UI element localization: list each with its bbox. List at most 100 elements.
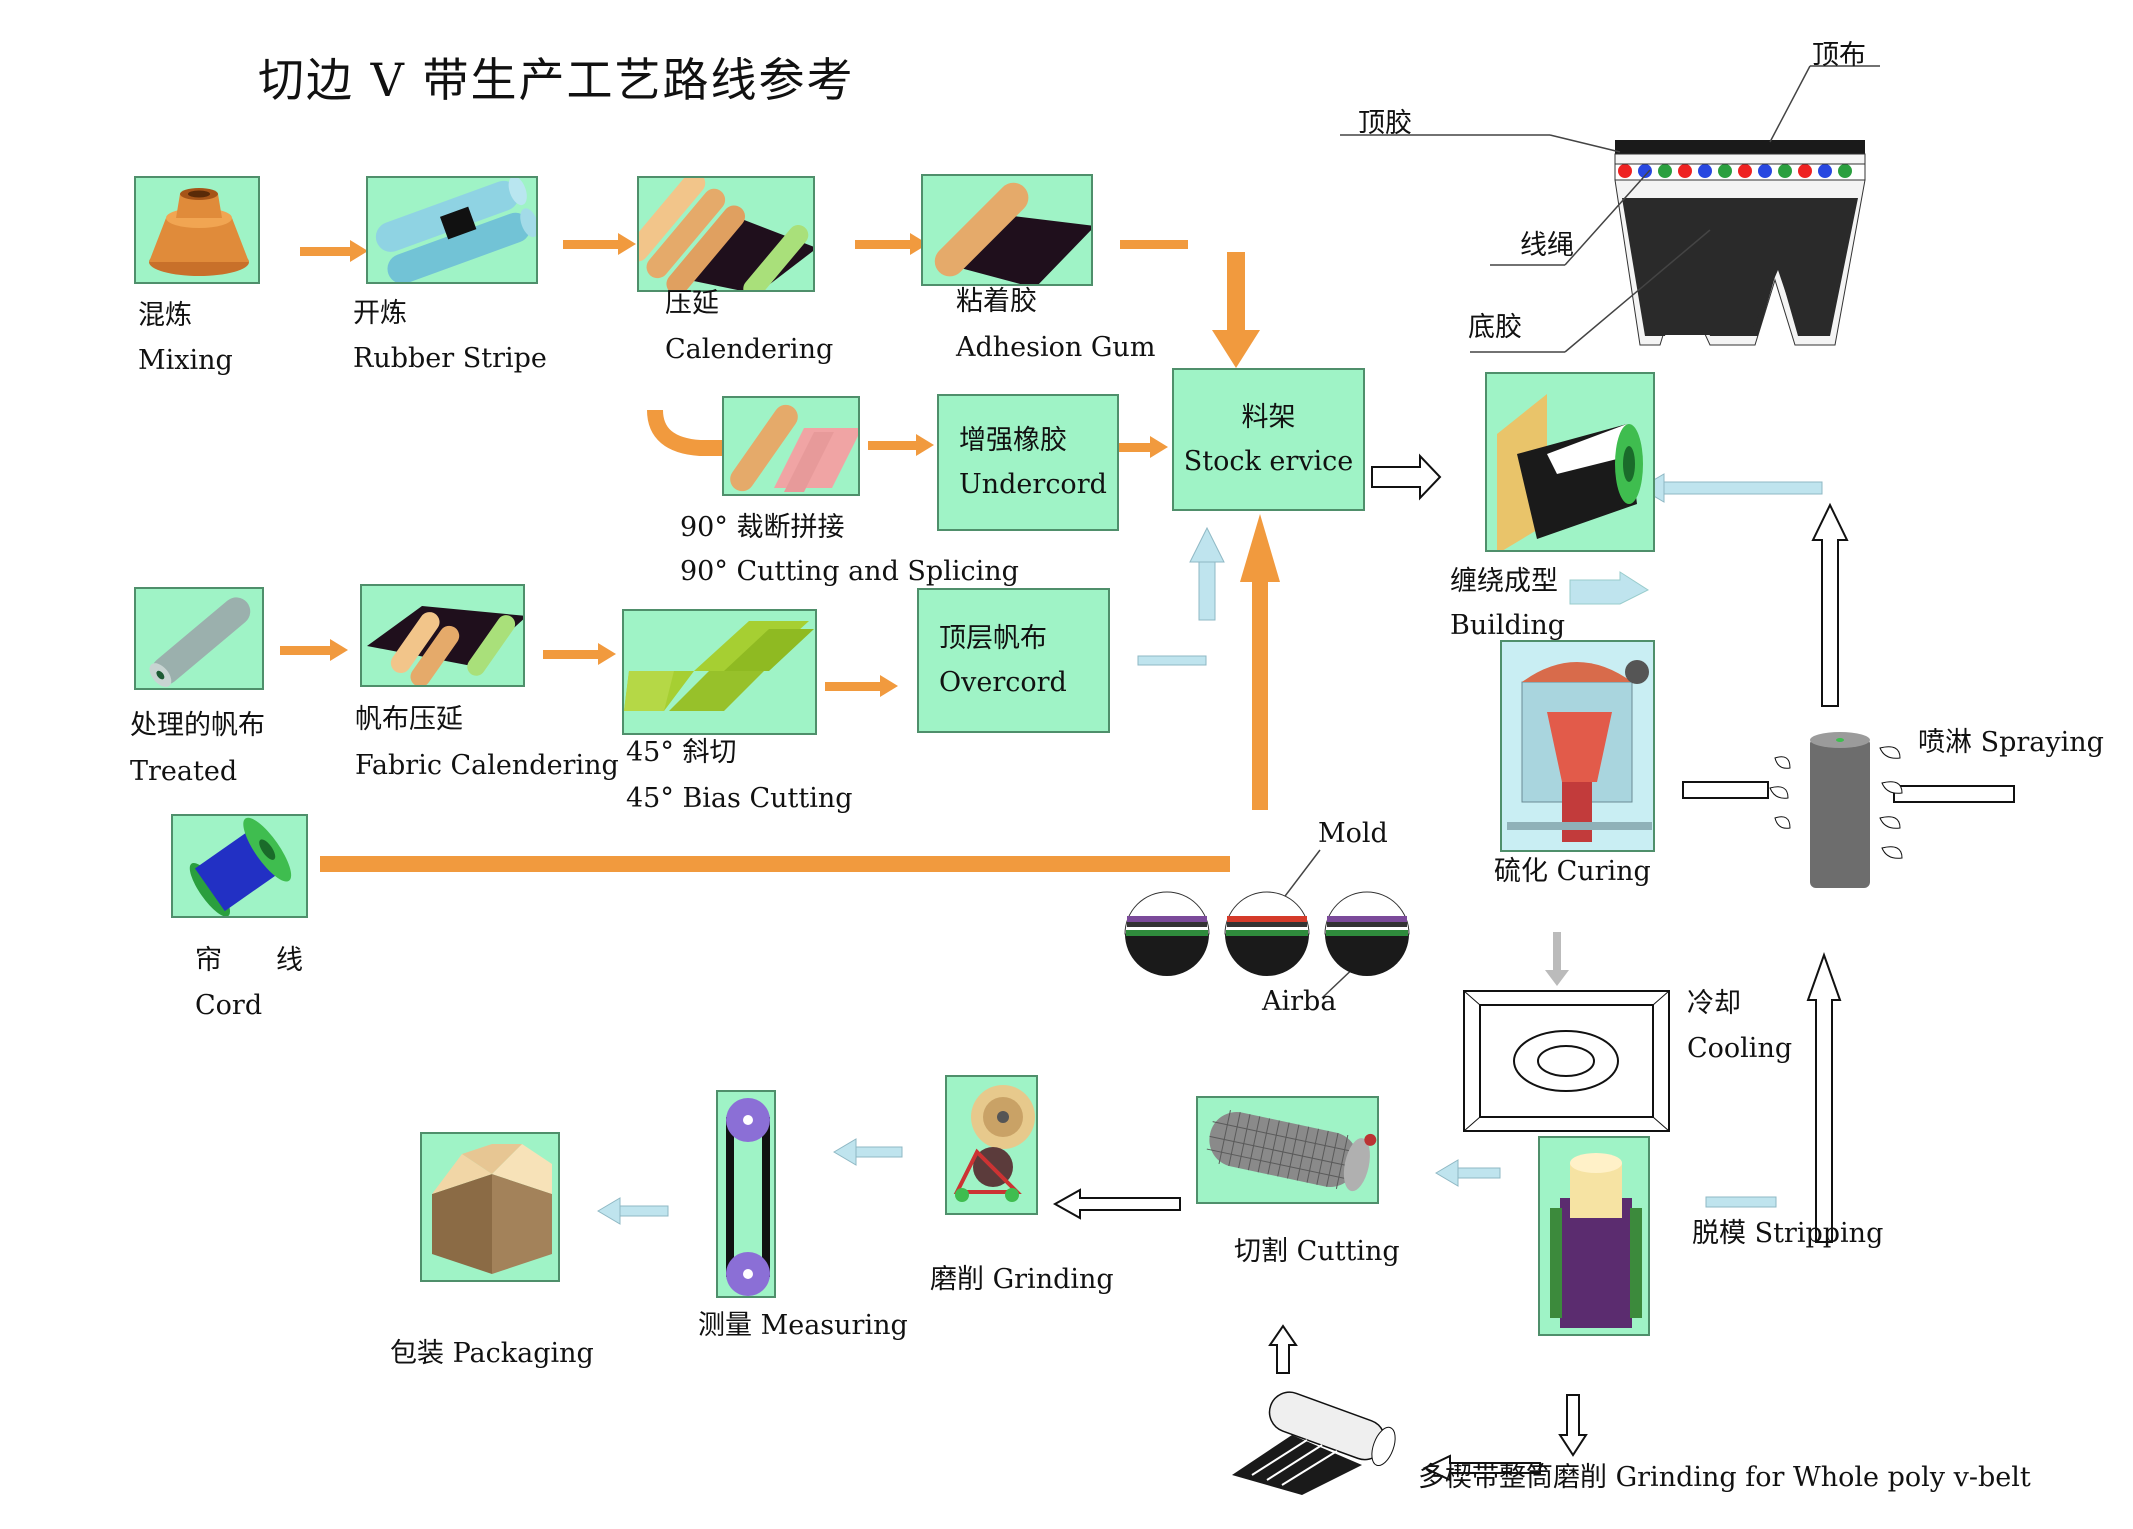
mold-label: Mold bbox=[1318, 818, 1388, 849]
cord-line-label: 线绳 bbox=[1520, 230, 1574, 261]
spray-right-bar bbox=[1893, 785, 2015, 803]
top-cloth-label: 顶布 bbox=[1812, 40, 1866, 71]
undercord-box: 增强橡胶 Undercord bbox=[937, 394, 1119, 531]
bias-cutting-label-en: 45° Bias Cutting bbox=[626, 783, 853, 814]
cord-label-zh: 帘 线 bbox=[195, 945, 303, 976]
arrow-treated-to-fabric bbox=[280, 639, 348, 661]
cooling-label-en: Cooling bbox=[1687, 1033, 1793, 1064]
adhesion-roll-icon bbox=[934, 182, 1091, 284]
rubber-stripe-label-zh: 开炼 bbox=[353, 298, 407, 329]
two-roll-mill-icon bbox=[375, 178, 536, 282]
mold-airbag-graphic bbox=[1124, 891, 1410, 976]
bottom-rubber-label: 底胶 bbox=[1468, 312, 1522, 343]
measuring-label: 测量 Measuring bbox=[698, 1310, 908, 1341]
spray-left-bar bbox=[1682, 781, 1769, 799]
stock-service-box: 料架 Stock ervice bbox=[1172, 368, 1365, 511]
undercord-label-zh: 增强橡胶 bbox=[959, 425, 1067, 457]
calender-rolls-icon bbox=[639, 178, 813, 290]
mold-disc-2 bbox=[1224, 891, 1310, 976]
arrow-up-to-stock-blue bbox=[1189, 526, 1225, 621]
arrow-building-to-curing bbox=[1569, 571, 1650, 605]
building-image bbox=[1485, 372, 1655, 552]
mold-disc-1 bbox=[1124, 891, 1210, 976]
stripping-stub bbox=[1705, 1196, 1777, 1208]
arrow-cutting-to-grinding bbox=[1052, 1188, 1181, 1220]
calendering-label-en: Calendering bbox=[665, 334, 834, 365]
arrow-stripping-up bbox=[1806, 952, 1842, 1243]
bias-cutting-image bbox=[622, 609, 817, 735]
arrow-fabric-to-bias bbox=[543, 643, 616, 665]
grinding-label: 磨削 Grinding bbox=[930, 1264, 1114, 1295]
page-title: 切边 V 带生产工艺路线参考 bbox=[258, 53, 855, 107]
arrow-splicing-to-undercord bbox=[868, 434, 934, 456]
bias-cut-sheets-icon bbox=[624, 621, 814, 711]
building-label-en: Building bbox=[1450, 610, 1566, 641]
fabric-roll-icon bbox=[149, 597, 251, 687]
fabric-calendering-image bbox=[360, 584, 525, 687]
treated-image bbox=[134, 587, 264, 690]
packaging-label: 包装 Packaging bbox=[390, 1338, 594, 1369]
arrow-up-to-cutting bbox=[1268, 1324, 1298, 1374]
v-belt-section-diagram bbox=[1340, 65, 1880, 353]
fabric-calender-icon bbox=[367, 606, 523, 685]
stock-service-label-en: Stock ervice bbox=[1183, 445, 1354, 477]
arrow-measuring-to-packaging bbox=[597, 1197, 669, 1225]
arrow-bias-to-overcord bbox=[825, 675, 898, 697]
cutting-splicing-label-en: 90° Cutting and Splicing bbox=[680, 556, 1019, 587]
stripping-mold-icon bbox=[1550, 1153, 1642, 1328]
curing-label: 硫化 Curing bbox=[1494, 856, 1651, 887]
mixing-image bbox=[134, 176, 260, 284]
adhesion-gum-image bbox=[921, 174, 1093, 286]
cutting-splicing-label-zh: 90° 裁断拼接 bbox=[680, 512, 845, 543]
arrow-spraying-up bbox=[1811, 502, 1849, 707]
calendering-image bbox=[637, 176, 815, 292]
arrow-grinding-to-measuring bbox=[833, 1138, 903, 1166]
mixer-icon bbox=[149, 188, 249, 276]
cooling-label-zh: 冷却 bbox=[1687, 988, 1741, 1019]
cord-image bbox=[171, 814, 308, 918]
packaging-image bbox=[420, 1132, 560, 1282]
arrow-cord-up-to-stock bbox=[1240, 514, 1280, 810]
arrow-calendering-to-adhesion bbox=[855, 233, 928, 255]
treated-label-en: Treated bbox=[130, 756, 238, 787]
cord-label-en: Cord bbox=[195, 990, 263, 1021]
spraying-graphic bbox=[1769, 732, 1903, 888]
mixing-label-en: Mixing bbox=[138, 345, 233, 376]
arrow-adhesion-stub bbox=[1120, 240, 1188, 249]
calendering-label-zh: 压延 bbox=[665, 288, 719, 319]
overcord-label-zh: 顶层帆布 bbox=[939, 623, 1047, 655]
stripping-label: 脱模 Stripping bbox=[1692, 1218, 1884, 1249]
fabric-calendering-label-zh: 帆布压延 bbox=[355, 704, 463, 735]
adhesion-gum-label-en: Adhesion Gum bbox=[956, 332, 1156, 363]
arrow-stock-to-building bbox=[1371, 453, 1442, 501]
fabric-calendering-label-en: Fabric Calendering bbox=[355, 750, 619, 781]
mold-disc-3 bbox=[1324, 891, 1410, 976]
airbag-label: Airba bbox=[1262, 986, 1337, 1017]
arrow-to-building-blue bbox=[1659, 481, 1823, 495]
rubber-stripe-label-en: Rubber Stripe bbox=[353, 343, 547, 374]
building-label-zh: 缠绕成型 bbox=[1450, 566, 1558, 597]
treated-label-zh: 处理的帆布 bbox=[130, 710, 265, 741]
arrow-down-to-stock bbox=[1212, 252, 1260, 368]
cord-spool-icon bbox=[189, 817, 292, 916]
stripping-image bbox=[1538, 1136, 1650, 1336]
arrow-undercord-to-stock bbox=[1100, 436, 1168, 458]
cutting-drum-icon bbox=[1206, 1110, 1377, 1192]
arrow-down-to-whole-grinding bbox=[1558, 1394, 1588, 1457]
splicing-roll-icon bbox=[730, 404, 858, 492]
measuring-pulleys-icon bbox=[726, 1098, 770, 1296]
cutting-label: 切割 Cutting bbox=[1234, 1236, 1400, 1267]
curing-vessel-icon bbox=[1507, 660, 1652, 842]
mixing-label-zh: 混炼 bbox=[138, 300, 192, 331]
cooling-graphic bbox=[1463, 990, 1670, 1132]
spraying-label: 喷淋 Spraying bbox=[1918, 727, 2104, 758]
curved-feed-arrow bbox=[647, 409, 730, 456]
box-icon bbox=[432, 1144, 552, 1274]
arrow-mixing-to-rubber-stripe bbox=[300, 240, 368, 262]
rubber-stripe-image bbox=[366, 176, 538, 284]
stock-service-label-zh: 料架 bbox=[1241, 402, 1296, 434]
cord-feed-line bbox=[320, 856, 1230, 872]
overcord-box: 顶层帆布 Overcord bbox=[917, 588, 1110, 733]
overcord-label-en: Overcord bbox=[939, 666, 1067, 698]
